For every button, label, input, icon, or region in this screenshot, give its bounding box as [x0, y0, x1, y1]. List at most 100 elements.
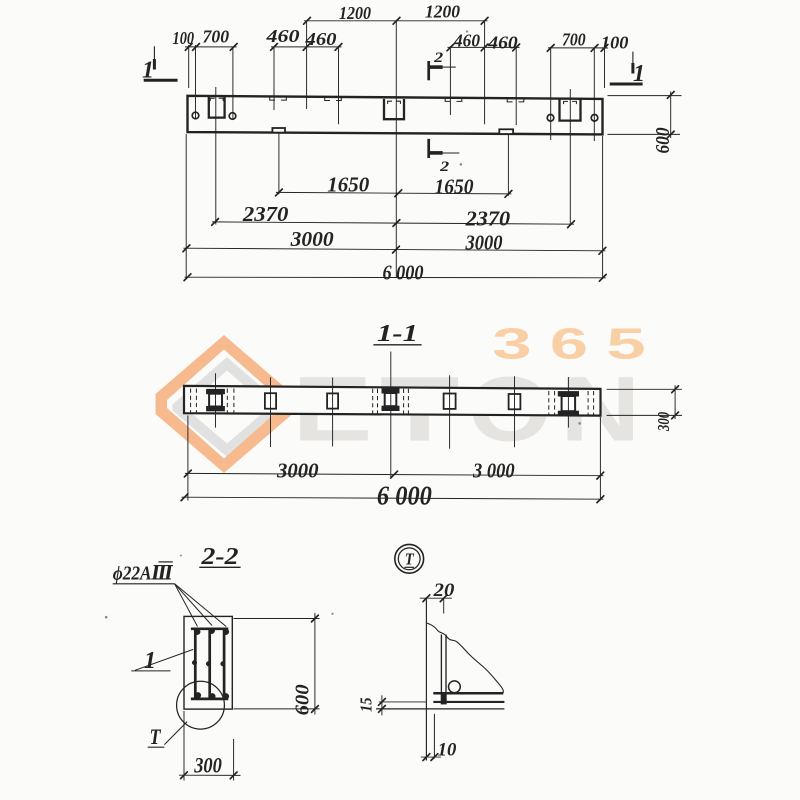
anchor-notch [382, 98, 406, 121]
beam-outline [186, 94, 604, 136]
embed-plate-mark [324, 96, 330, 102]
dim-tick [310, 614, 320, 623]
rebar-dot-mid [220, 661, 226, 667]
dim-label: 3 000 [472, 458, 515, 482]
leader-line [174, 583, 198, 627]
dim-tick [504, 189, 513, 199]
dim-tick [377, 704, 387, 714]
dim-tick [389, 470, 399, 479]
dim-label: 460 [453, 31, 480, 51]
dim-tick [392, 218, 401, 228]
embed-plate-mark [456, 97, 463, 102]
dim-tick [210, 217, 220, 227]
rebar-dot [194, 692, 202, 699]
speckle [179, 554, 182, 557]
anchor-notch [207, 96, 226, 119]
leader-line [174, 583, 227, 627]
rebar-dot [194, 628, 201, 635]
dim-tick [310, 704, 320, 714]
dim-tick [511, 43, 521, 52]
detail-title: T [405, 550, 415, 569]
dim-tick [229, 42, 238, 52]
notch-hidden-edge [563, 100, 568, 105]
item-label: 1 [144, 648, 156, 674]
detail-title-circle-outer [394, 543, 425, 574]
dim-label: 2370 [465, 207, 511, 231]
dim-tick [184, 42, 193, 52]
dim-label: 100 [601, 33, 629, 53]
embed-plate-mark [281, 95, 287, 101]
dim-label: 3000 [465, 231, 503, 255]
dim-tick [430, 752, 439, 762]
dim-label: 20 [433, 580, 455, 601]
dim-tick [180, 492, 189, 502]
notch-hidden-edge [572, 100, 577, 105]
section-1-1-view: 1-1 3000 3 000 6 000 300 [180, 321, 682, 510]
dim-tick [446, 43, 455, 52]
dimension-line [184, 276, 606, 279]
dim-tick [439, 593, 448, 603]
view-title: 1-1 [377, 321, 418, 347]
dim-tick [183, 469, 193, 478]
dim-tick [598, 246, 607, 256]
dim-label: 460 [487, 33, 518, 53]
dim-label: 3000 [276, 458, 319, 482]
dim-label: 6 000 [383, 261, 424, 285]
notch-hidden-edge [218, 97, 224, 101]
speckle [331, 612, 334, 615]
notch-hidden-edge [387, 100, 392, 104]
speckle [465, 30, 469, 33]
dim-tick [302, 42, 311, 52]
section-mark-label: 1 [633, 61, 645, 87]
dimension-line [275, 191, 512, 195]
rebar-dot [222, 628, 230, 635]
dim-tick [191, 42, 201, 52]
dim-tick [229, 771, 238, 780]
dim-tick [334, 42, 343, 52]
dim-label: 1650 [435, 174, 474, 198]
dimension-line [212, 221, 575, 225]
rebar-label: ϕ22AⅢ [113, 563, 174, 585]
dim-label: 2370 [242, 202, 289, 226]
dim-label: 460 [265, 26, 300, 46]
dim-tick [596, 494, 605, 504]
watermark-number-digit: 6 [550, 319, 588, 368]
rebar-dot-mid [191, 660, 198, 666]
bottom-plate [271, 127, 286, 134]
dim-label-15: 15 [357, 697, 376, 712]
embed-plate-mark [518, 97, 525, 103]
view-title: 2-2 [200, 544, 238, 570]
dim-tick [666, 90, 675, 100]
dimension-line [181, 496, 604, 500]
dim-tick [182, 244, 191, 253]
dim-label: 700 [562, 30, 586, 50]
dim-label-600: 600 [292, 684, 314, 715]
detail-title-circle-inner [397, 547, 421, 571]
leader-line [174, 583, 213, 626]
dim-tick [183, 272, 192, 282]
dim-tick [394, 188, 403, 198]
dim-label: 1200 [339, 3, 371, 23]
watermark-number-digit: 3 [492, 319, 532, 368]
dim-label-600: 600 [652, 128, 674, 154]
dim-tick [598, 273, 608, 283]
section-mark-label: 1 [142, 58, 154, 84]
cut-mark-label: 2 [433, 50, 444, 66]
dim-tick [179, 770, 189, 780]
detail-boundary-circle [175, 680, 226, 730]
detail-ref-label: T [150, 724, 162, 749]
dim-tick [480, 16, 489, 26]
dim-tick [422, 752, 431, 762]
dim-label: 460 [304, 29, 336, 49]
dim-tick [392, 16, 401, 26]
speckle [104, 615, 108, 619]
dim-tick [566, 219, 576, 229]
embed-plate-mark [444, 97, 451, 102]
dim-label: 10 [438, 740, 457, 761]
embed-plate-mark [269, 95, 275, 101]
dim-tick [590, 43, 599, 53]
section-2-2-view: 2-2 ϕ22AⅢ 1 T 600 300 [112, 544, 320, 781]
dim-tick [666, 130, 675, 139]
